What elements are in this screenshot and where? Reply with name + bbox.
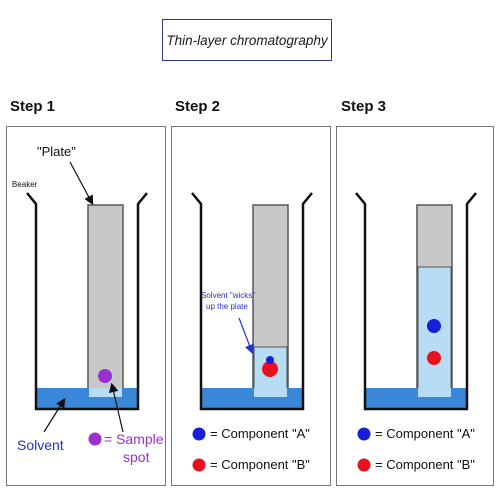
wick-annotation-line2: up the plate bbox=[206, 302, 248, 311]
legend-component-a-2: = Component "A" bbox=[210, 426, 310, 441]
step-1-wet-plate bbox=[89, 388, 122, 397]
step-1-plate bbox=[87, 204, 124, 398]
step-2-component-b-spot bbox=[262, 361, 278, 377]
legend-sample-dot bbox=[88, 432, 102, 446]
step-3-title: Step 3 bbox=[341, 98, 387, 115]
solvent-arrow bbox=[43, 397, 66, 433]
legend-b-dot-2 bbox=[192, 458, 206, 472]
step-3-component-b-spot bbox=[427, 351, 441, 365]
sample-arrow bbox=[108, 382, 124, 433]
plate-arrow bbox=[69, 161, 94, 206]
step-1-title: Step 1 bbox=[10, 98, 56, 115]
step-1-solvent bbox=[36, 388, 138, 409]
step-1-panel bbox=[6, 126, 166, 486]
step-3-solvent bbox=[365, 388, 467, 409]
step-2-title: Step 2 bbox=[175, 98, 221, 115]
sample-label-line1: = Sample bbox=[104, 431, 164, 447]
legend-b-dot-3 bbox=[357, 458, 371, 472]
step-3-component-a-spot bbox=[427, 319, 441, 333]
diagram-title: Thin-layer chromatography bbox=[162, 19, 332, 61]
step-2-panel bbox=[171, 126, 331, 486]
beaker-label: Beaker bbox=[12, 180, 38, 189]
step-2-solvent bbox=[201, 388, 303, 409]
step-1-sample-spot bbox=[98, 369, 112, 383]
sample-label-line2: spot bbox=[123, 449, 150, 465]
legend-component-b-3: = Component "B" bbox=[375, 457, 475, 472]
wick-arrow bbox=[238, 317, 254, 355]
legend-component-b-2: = Component "B" bbox=[210, 457, 310, 472]
wick-annotation-line1: Solvent "wicks" bbox=[201, 291, 256, 300]
legend-a-dot-3 bbox=[357, 427, 371, 441]
solvent-label: Solvent bbox=[17, 437, 64, 453]
legend-component-a-3: = Component "A" bbox=[375, 426, 475, 441]
step-3-beaker bbox=[355, 192, 477, 411]
legend-a-dot-2 bbox=[192, 427, 206, 441]
step-2-beaker bbox=[191, 192, 313, 411]
step-1-beaker bbox=[26, 192, 148, 411]
step-2-component-a-spot bbox=[266, 356, 274, 364]
plate-label: "Plate" bbox=[37, 144, 76, 159]
